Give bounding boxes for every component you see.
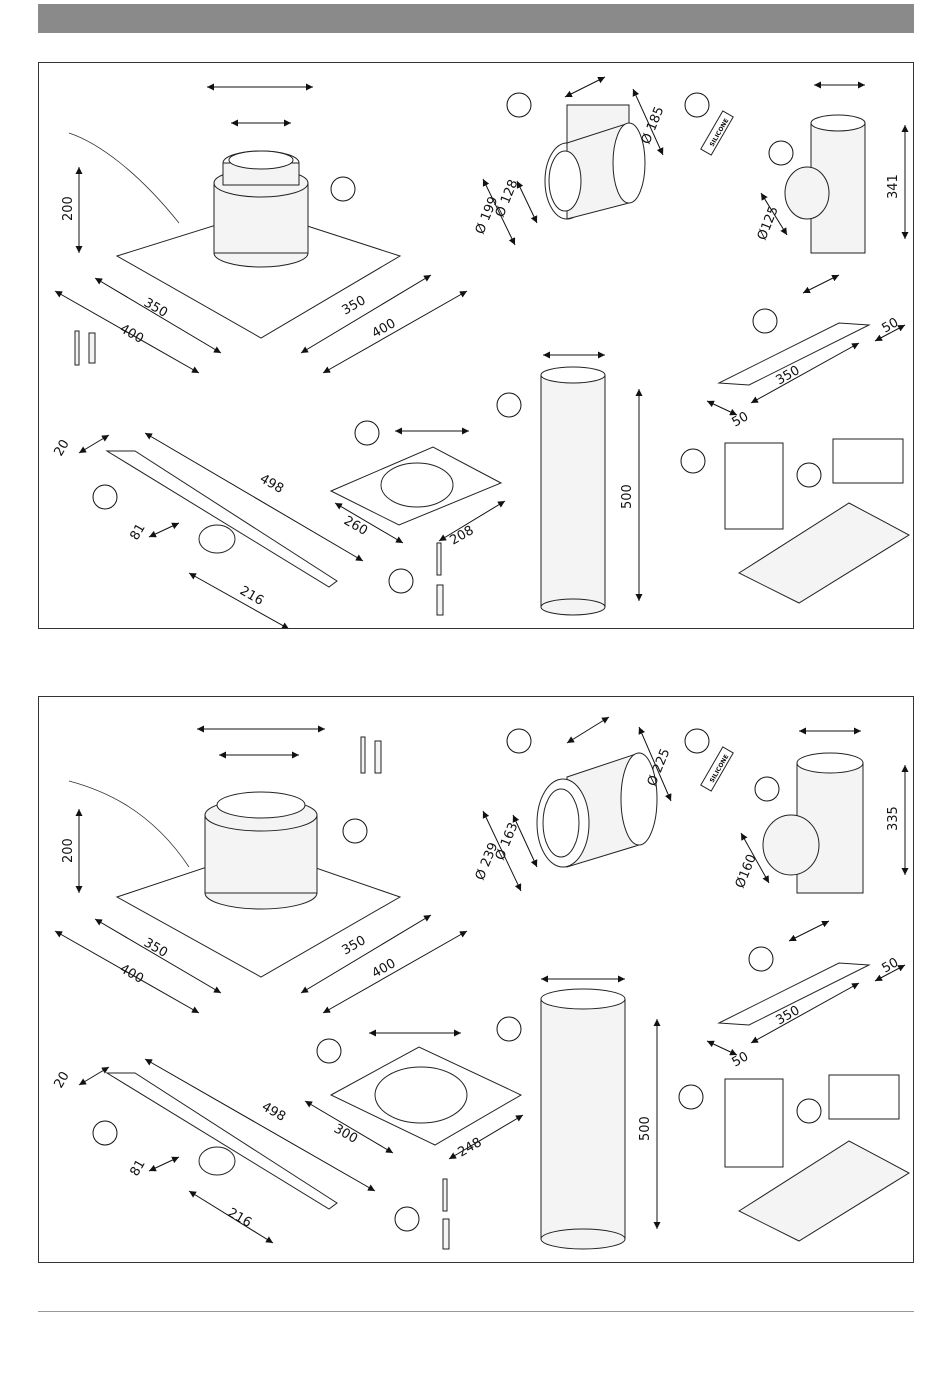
callout-circle [497,393,521,417]
callout-circle [317,1039,341,1063]
screw-anchor-icon [437,543,443,615]
screw-anchor-icon [443,1179,449,1249]
parts-diagram-panel-2: 200 350 400 350 400 Ø 163 Ø 239 Ø 225 SI… [38,696,914,1263]
mounting-rail: 350 50 50 [707,315,905,430]
height-200-label: 200 [61,838,76,863]
bracket-span-label: 216 [237,583,266,608]
callout-circle [681,449,705,473]
header-bar [38,4,914,33]
tee-diameter-label: Ø160 [733,852,760,890]
callout-circle [507,729,531,753]
tee-piece: 341 Ø125 [755,85,905,293]
rail-end-b-label: 50 [880,955,902,976]
callout-circle [93,485,117,509]
adapter-ring [545,105,645,219]
adapter-ring [537,753,657,867]
flange-width-label: 300 [331,1121,360,1146]
instruction-documents [725,439,909,603]
instruction-documents [725,1075,909,1241]
adapter-outer-diameter-label: Ø 239 [473,841,502,883]
tee-diameter-label: Ø125 [755,204,782,242]
flue-pipe: 500 [541,355,639,615]
callout-circle [507,93,531,117]
parts-drawing-2: 200 350 400 350 400 Ø 163 Ø 239 Ø 225 SI… [39,697,913,1262]
flue-pipe: 500 [541,979,657,1249]
pipe-length-label: 500 [638,1116,653,1141]
screw-anchor-icon [75,331,95,365]
callout-circle [797,1099,821,1123]
callout-circle [797,463,821,487]
callout-circle [355,421,379,445]
rail-end-a-label: 50 [730,409,752,430]
callout-circle [331,177,355,201]
callout-circle [93,1121,117,1145]
rail-end-a-label: 50 [730,1049,752,1070]
screw-anchor-icon [361,737,381,773]
callout-circle [753,309,777,333]
bracket-length-label: 498 [257,471,286,496]
right-outer-label: 400 [370,316,399,341]
callout-circle [749,947,773,971]
mounting-rail: 350 50 50 [707,955,905,1070]
rail-end-b-label: 50 [880,315,902,336]
left-outer-label: 400 [117,321,146,346]
tee-height-label: 335 [886,806,901,831]
bracket-span-label: 216 [225,1205,254,1230]
bracket-length-label: 498 [259,1099,288,1124]
wall-bracket: 498 20 81 216 [51,1059,375,1243]
tee-height-label: 341 [886,174,901,199]
callout-circle [769,141,793,165]
bracket-depth-label: 81 [127,1157,148,1179]
flange-width-label: 260 [341,513,370,538]
flange-plate: 260 208 [331,431,505,548]
callout-circle [685,729,709,753]
parts-drawing-1: 200 350 400 350 400 Ø 128 Ø 199 Ø 185 SI… [39,63,913,628]
parts-diagram-panel-1: 200 350 400 350 400 Ø 128 Ø 199 Ø 185 SI… [38,62,914,629]
footer-divider [38,1311,914,1312]
callout-circle [679,1085,703,1109]
left-inner-label: 350 [141,295,170,320]
callout-circle [685,93,709,117]
silicone-tube: SILICONE [701,747,733,791]
callout-circle [343,819,367,843]
height-200-label: 200 [61,196,76,221]
callout-circle [389,569,413,593]
right-outer-label: 400 [370,956,399,981]
tee-piece: 335 Ø160 [733,731,905,941]
flange-depth-label: 248 [456,1135,485,1160]
callout-circle [395,1207,419,1231]
left-inner-label: 350 [141,935,170,960]
bracket-depth-label: 81 [127,521,148,543]
callout-circle [497,1017,521,1041]
bracket-width-label: 20 [51,1069,72,1091]
wall-bracket: 498 20 81 216 [51,433,363,628]
flange-depth-label: 208 [448,523,477,548]
silicone-tube: SILICONE [701,111,733,155]
pipe-length-label: 500 [620,484,635,509]
bracket-width-label: 20 [51,437,72,459]
callout-circle [755,777,779,801]
left-outer-label: 400 [117,961,146,986]
